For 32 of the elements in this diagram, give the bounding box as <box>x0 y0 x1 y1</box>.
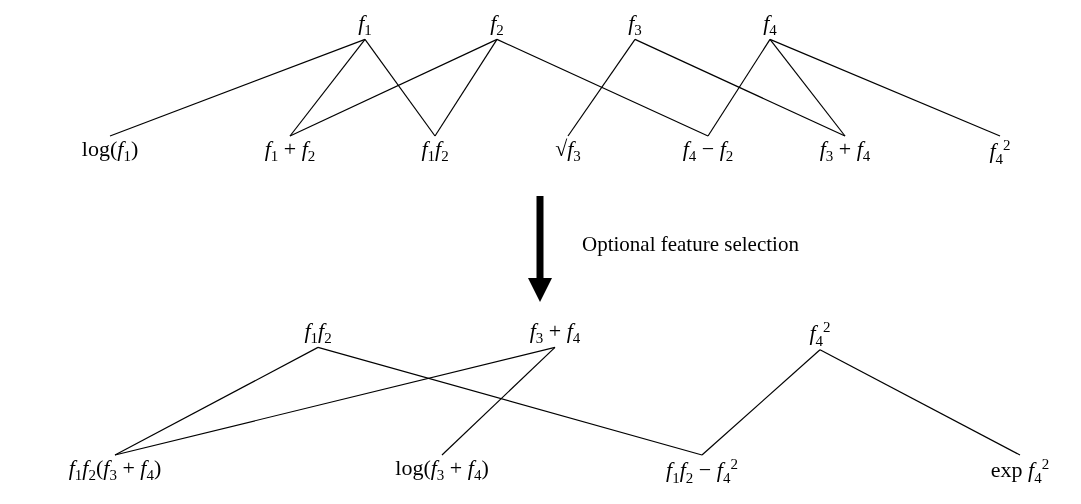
connector-line <box>289 38 498 137</box>
formula-label: f$_{1}$ + f$_{2}$ <box>264 136 316 166</box>
formula-label: f$_{3}$ <box>628 10 642 40</box>
connector-line <box>441 346 556 456</box>
connector-line <box>114 346 556 456</box>
formula-label: f$_{4}$ <box>763 10 777 40</box>
formula-label: f$_{3}$ + f$_{4}$ <box>529 318 581 348</box>
connector-line <box>701 349 821 456</box>
connector-line <box>434 38 498 137</box>
formula-label: f$_{2}$ <box>490 10 504 40</box>
connector-line <box>109 38 366 137</box>
formula-label: log(f$_{1}$) <box>81 136 139 166</box>
connector-line <box>707 38 771 137</box>
formula-label: f$_{1}$ <box>358 10 372 40</box>
connector-line <box>496 38 709 137</box>
connector-line <box>114 346 319 456</box>
formula-label: f$_{1}$f$_{2}$ <box>304 318 332 348</box>
connector-line <box>769 38 1001 137</box>
formula-label: f$_{1}$f$_{2}$ <box>421 136 449 166</box>
formula-label: f$_{4}$ − f$_{2}$ <box>682 136 734 166</box>
connector-line <box>364 38 436 137</box>
connector-line <box>567 38 636 137</box>
connector-line <box>289 38 366 137</box>
connector-line <box>317 346 703 456</box>
connector-line <box>819 349 1021 456</box>
formula-label: √f$_{3}$ <box>555 136 581 166</box>
formula-label: log(f$_{3}$ + f$_{4}$) <box>395 455 489 485</box>
annotation-text: Optional feature selection <box>582 232 799 257</box>
formula-label: f$_{1}$f$_{2}$(f$_{3}$ + f$_{4}$) <box>68 455 162 485</box>
connector-line <box>634 38 846 137</box>
connector-line <box>769 38 846 137</box>
formula-label: f$_{3}$ + f$_{4}$ <box>819 136 871 166</box>
